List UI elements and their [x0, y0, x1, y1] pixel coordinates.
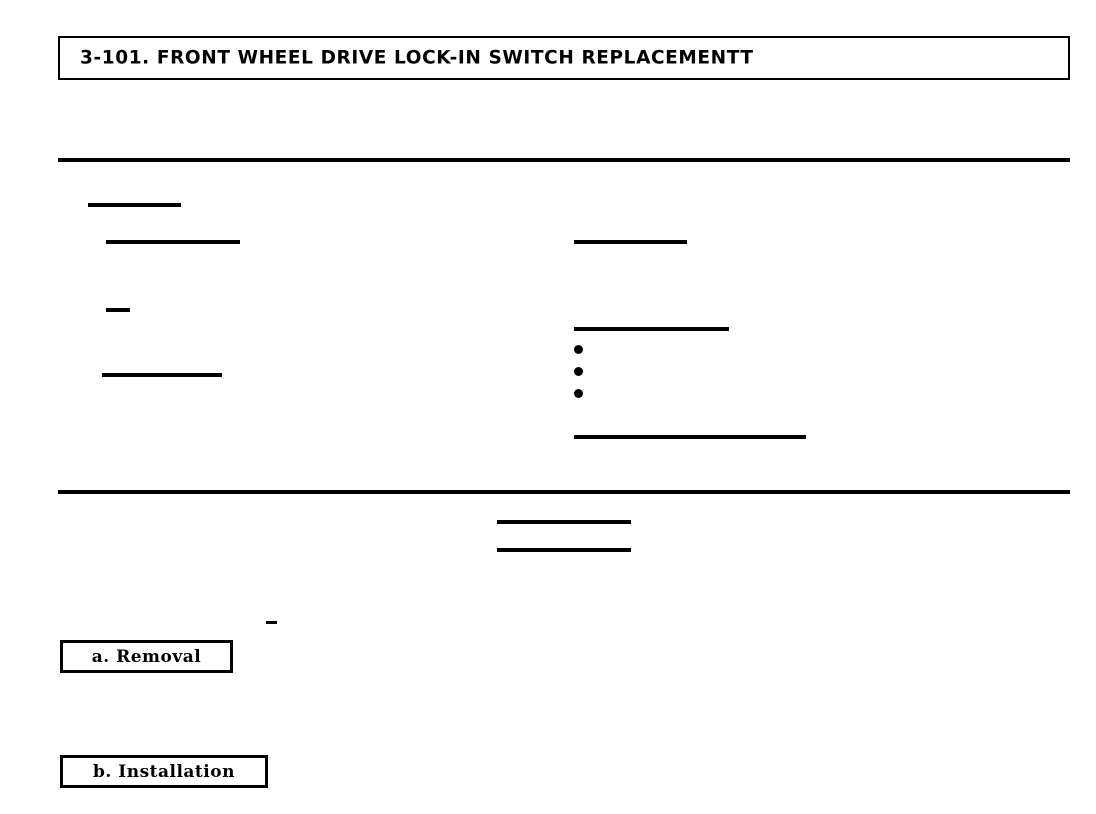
lower-section-rule: [58, 490, 1070, 494]
removal-label-text: a. Removal: [91, 646, 202, 667]
installation-label-box[interactable]: b. Installation: [60, 755, 268, 788]
bullet-1-icon: [574, 345, 583, 354]
removal-label-box[interactable]: a. Removal: [60, 640, 233, 673]
right-bar-3: [574, 435, 806, 439]
right-bar-2: [574, 327, 729, 331]
bullet-3-icon: [574, 389, 583, 398]
left-bar-4: [102, 373, 222, 377]
section-title-box: 3-101. FRONT WHEEL DRIVE LOCK-IN SWITCH …: [58, 36, 1070, 80]
right-bar-1: [574, 240, 687, 244]
bullet-2-icon: [574, 367, 583, 376]
center-bar-1: [497, 520, 631, 524]
left-bar-1: [88, 203, 181, 207]
upper-section-rule: [58, 158, 1070, 162]
stray-dash-mark: [266, 621, 277, 624]
center-bar-2: [497, 548, 631, 552]
left-bar-2: [106, 240, 240, 244]
left-bar-3: [106, 308, 130, 312]
page-title: 3-101. FRONT WHEEL DRIVE LOCK-IN SWITCH …: [80, 47, 754, 69]
installation-label-text: b. Installation: [93, 761, 235, 782]
